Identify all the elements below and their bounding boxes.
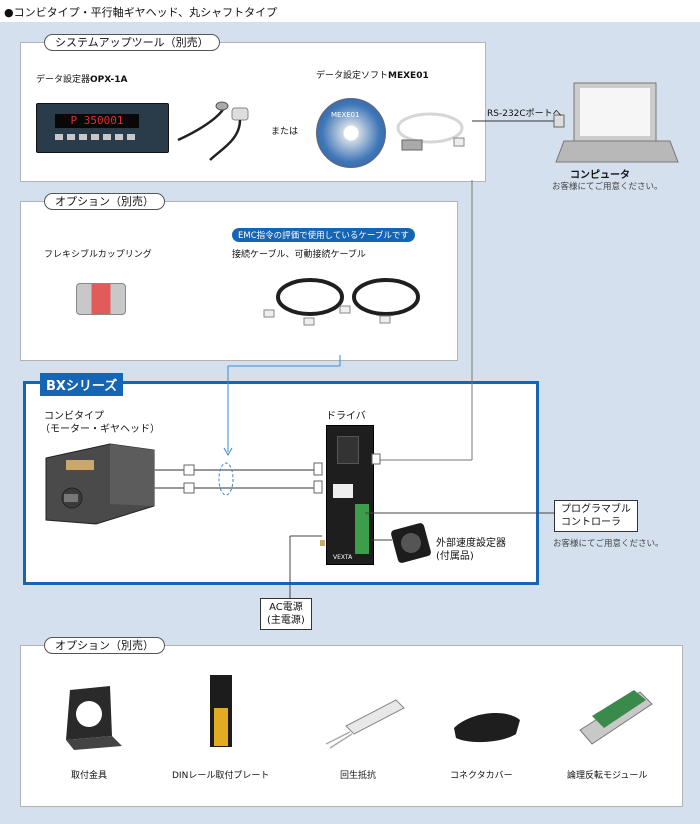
- speed-setter-line1: 外部速度設定器: [436, 538, 506, 549]
- plc-note: お客様にてご用意ください。: [553, 539, 664, 549]
- plc-box: プログラマブル コントローラ: [554, 500, 638, 532]
- logic-inverter-module-icon: [579, 690, 653, 745]
- din-plate-icon: [210, 675, 232, 747]
- driver-port: [337, 436, 359, 464]
- opx-key: [55, 134, 63, 140]
- driver-unit-image: VEXTA: [326, 425, 374, 565]
- ac-power-box: AC電源 (主電源): [260, 598, 312, 630]
- or-text: または: [271, 127, 299, 137]
- driver-connector: [333, 484, 353, 498]
- speed-setter-line2: (付属品): [436, 551, 474, 562]
- opx-key: [79, 134, 87, 140]
- connector-cover-icon: [454, 713, 520, 743]
- option-item-regen-resistor: 回生抵抗: [340, 771, 377, 781]
- opx-key: [67, 134, 75, 140]
- ac-line2: (主電源): [267, 615, 305, 626]
- driver-terminal-block: [355, 504, 369, 554]
- driver-label: ドライバ: [326, 411, 366, 422]
- combi-label-line1: コンビタイプ: [44, 411, 104, 422]
- mounting-bracket-icon: [66, 686, 122, 750]
- opx-display: P 350001: [55, 114, 139, 128]
- option-item-logic-inverter: 論理反転モジュール: [567, 771, 648, 781]
- options-bottom-pill: オプション（別売）: [44, 637, 165, 654]
- opx-device-image: P 350001: [36, 103, 169, 153]
- regen-resistor-icon: [325, 699, 405, 749]
- ac-line1: AC電源: [269, 602, 303, 613]
- option-item-connector-cover: コネクタカバー: [450, 771, 513, 781]
- computer-note: お客様にてご用意ください。: [552, 182, 663, 192]
- cd-label: MEXE01: [331, 111, 360, 119]
- opx-key: [127, 134, 135, 140]
- combi-label-line2: （モーター・ギヤヘッド）: [40, 424, 160, 435]
- opx-key: [115, 134, 123, 140]
- option-item-mounting-bracket: 取付金具: [71, 771, 108, 781]
- coupling-label: フレキシブルカップリング: [44, 250, 152, 260]
- emc-badge: EMC指令の評価で使用しているケーブルです: [232, 228, 415, 242]
- opx-label: データ設定器OPX-1A: [36, 75, 128, 85]
- setup-tools-pill: システムアップツール（別売）: [44, 34, 220, 51]
- mexe-label: データ設定ソフトMEXE01: [316, 71, 429, 81]
- plc-line2: コントローラ: [561, 517, 621, 528]
- coupling-image: [76, 283, 126, 315]
- rs232-label: RS-232Cポートへ: [487, 109, 562, 119]
- options-top-pill: オプション（別売）: [44, 193, 165, 210]
- mexe-cd-image: MEXE01: [316, 98, 386, 168]
- opx-key: [91, 134, 99, 140]
- driver-brand: VEXTA: [333, 554, 353, 561]
- bx-series-tag: BXシリーズ: [40, 373, 124, 396]
- plc-line1: プログラマブル: [561, 504, 631, 515]
- cables-label: 接続ケーブル、可動接続ケーブル: [232, 250, 366, 260]
- computer-name: コンピュータ: [570, 170, 630, 181]
- page-title: ●コンビタイプ・平行軸ギヤヘッド、丸シャフトタイプ: [4, 6, 278, 19]
- opx-key: [103, 134, 111, 140]
- option-item-din-plate: DINレール取付プレート: [172, 771, 270, 781]
